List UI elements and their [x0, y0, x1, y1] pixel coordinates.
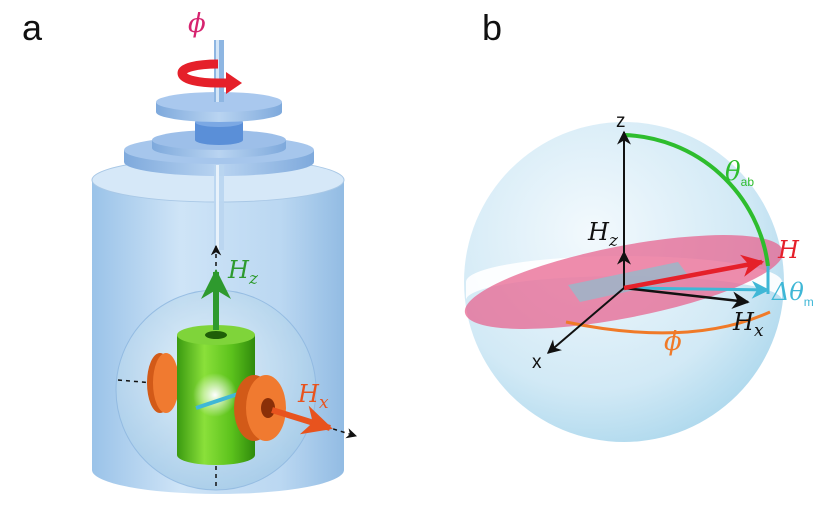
x-axis-arrow [546, 287, 625, 354]
right-coil [234, 375, 286, 441]
hx-arrow [271, 405, 333, 435]
rotation-shaft [214, 40, 224, 250]
hz-label-a: Hz [227, 256, 259, 289]
rotation-phi-label: ϕ [188, 9, 206, 39]
h-label: H [777, 236, 800, 264]
panel-b: b z x θab H Hz Hx Δθm ϕ [464, 7, 814, 442]
sample-bar [195, 392, 239, 410]
delta-theta-arrow [623, 280, 770, 299]
hx-component-arrow [623, 286, 750, 309]
phi-arc [565, 310, 771, 335]
rotation-arrow-icon [177, 59, 242, 94]
z-axis-label: z [616, 111, 626, 132]
green-sample-cylinder [177, 325, 255, 465]
left-coil [147, 353, 179, 413]
hx-label-b: Hx [732, 308, 764, 341]
sample-slab [568, 262, 690, 302]
hx-label-a: Hx [297, 380, 329, 413]
theta-ab-label: θab [725, 157, 754, 189]
rotator-disc-stack [124, 92, 314, 176]
panel-a: a ϕ [22, 7, 358, 494]
theta-arc [623, 133, 770, 267]
x-axis-label: x [532, 352, 542, 373]
hz-label-b: Hz [587, 218, 619, 251]
panel-a-label: a [22, 7, 43, 48]
delta-theta-label: Δθm [771, 278, 814, 309]
phi-label-b: ϕ [664, 327, 682, 357]
h-vector-arrow [623, 254, 765, 291]
panel-b-label: b [482, 7, 502, 48]
